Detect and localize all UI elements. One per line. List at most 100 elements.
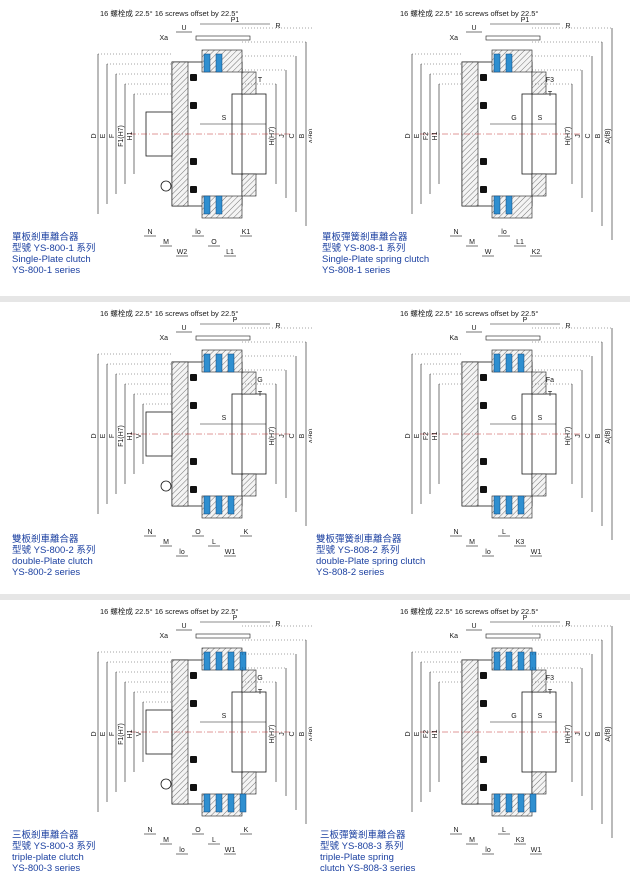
caption-en-name: double-Plate spring clutch (316, 556, 426, 567)
seal-ring (190, 402, 197, 409)
dimension-label: C (289, 433, 296, 438)
friction-plate-top (505, 53, 513, 73)
dimension-label: D (405, 731, 412, 736)
caption-zh-model: 型號 YS-800-3 系列 (12, 841, 96, 852)
dimension-label: M (469, 837, 475, 844)
dimension-label: C (289, 133, 296, 138)
dimension-label: L (212, 539, 216, 546)
panel-header: 16 螺栓成 22.5° 16 screws offset by 22.5° (100, 9, 239, 18)
dimension-label: N (453, 229, 458, 236)
friction-plate-bottom (529, 793, 537, 813)
dimension-label: C (289, 731, 296, 736)
dimension-label: S (222, 115, 227, 122)
caption-zh-name: 雙板剎車離合器 (12, 534, 79, 545)
seal-ring (190, 700, 197, 707)
dimension-label: Ka (449, 335, 458, 342)
air-inlet (160, 180, 172, 192)
friction-plate-top (239, 651, 247, 671)
bolt (195, 335, 251, 341)
dimension-label: F (109, 134, 116, 138)
friction-plate-top (529, 651, 537, 671)
panel-header: 16 螺栓成 22.5° 16 screws offset by 22.5° (400, 309, 539, 318)
dimension-label: H(H7) (565, 427, 572, 446)
friction-plate-bottom (239, 793, 247, 813)
friction-plate-top (215, 651, 223, 671)
dimension-label: Xa (449, 35, 458, 42)
dimension-label: H1 (127, 729, 134, 738)
dimension-label: G (511, 115, 516, 122)
bolt (485, 335, 541, 341)
dimension-label: B (299, 433, 306, 438)
dimension-label: C (585, 433, 592, 438)
dimension-label: E (414, 433, 421, 438)
caption-zh-model: 型號 YS-808-2 系列 (316, 545, 400, 556)
friction-plate-top (505, 353, 513, 373)
pressure-plate-bottom (241, 473, 257, 497)
seal-ring (480, 74, 487, 81)
dimension-label: H(H7) (565, 725, 572, 744)
dimension-label: U (471, 325, 476, 332)
dimension-label: lo (485, 549, 491, 556)
dimension-label: H(H7) (269, 427, 276, 446)
dimension-label: G (511, 415, 516, 422)
pressure-plate-bottom (531, 771, 547, 795)
seal-ring (480, 374, 487, 381)
dimension-label: J (575, 732, 582, 736)
seal-ring (480, 186, 487, 193)
dimension-label: E (100, 433, 107, 438)
friction-plate-bottom (517, 793, 525, 813)
seal-ring (190, 186, 197, 193)
caption-zh-model: 型號 YS-800-1 系列 (12, 243, 96, 254)
panel-caption: 雙板彈簧剎車離合器 型號 YS-808-2 系列 double-Plate sp… (316, 534, 425, 578)
pressure-plate-top (531, 669, 547, 693)
dimension-label: O (195, 529, 201, 536)
dimension-label: R (565, 323, 570, 330)
friction-plate-top (517, 651, 525, 671)
pressure-plate-top (241, 371, 257, 395)
dimension-label: K3 (516, 539, 525, 546)
dimension-label: W (485, 249, 492, 256)
friction-plate-bottom (215, 195, 223, 215)
friction-plate-top (203, 353, 211, 373)
bolt (485, 35, 541, 41)
caption-en-series: clutch YS-808-3 series (320, 863, 416, 874)
dimension-label: R (565, 621, 570, 628)
dimension-label: P (233, 317, 238, 324)
caption-zh-model: 型號 YS-808-3 系列 (320, 841, 404, 852)
dimension-label: S (538, 115, 543, 122)
dimension-label: B (595, 133, 602, 138)
pressure-plate-top (241, 71, 257, 95)
friction-plate-bottom (517, 495, 525, 515)
caption-zh-name: 雙板彈簧剎車離合器 (316, 534, 402, 545)
dimension-label: K3 (516, 837, 525, 844)
dimension-label: B (595, 433, 602, 438)
dimension-label: J (279, 732, 286, 736)
dimension-label: F2 (423, 730, 430, 738)
seal-ring (480, 158, 487, 165)
caption-en-name: double-Plate clutch (12, 556, 93, 567)
pressure-plate-top (531, 71, 547, 95)
dimension-label: Xa (159, 335, 168, 342)
bolt (195, 633, 251, 639)
dimension-label: G (257, 675, 262, 682)
dimension-label: O (195, 827, 201, 834)
dimension-label: lo (501, 229, 507, 236)
caption-zh-name: 單板剎車離合器 (12, 232, 79, 243)
friction-plate-top (505, 651, 513, 671)
seal-ring (480, 458, 487, 465)
dimension-label: B (595, 731, 602, 736)
pressure-plate-bottom (241, 173, 257, 197)
seal-ring (480, 486, 487, 493)
seal-ring (480, 102, 487, 109)
dimension-label: H1 (127, 131, 134, 140)
friction-plate-top (517, 353, 525, 373)
dimension-label: E (100, 133, 107, 138)
dimension-label: G (257, 377, 262, 384)
dimension-label: H(H7) (269, 725, 276, 744)
